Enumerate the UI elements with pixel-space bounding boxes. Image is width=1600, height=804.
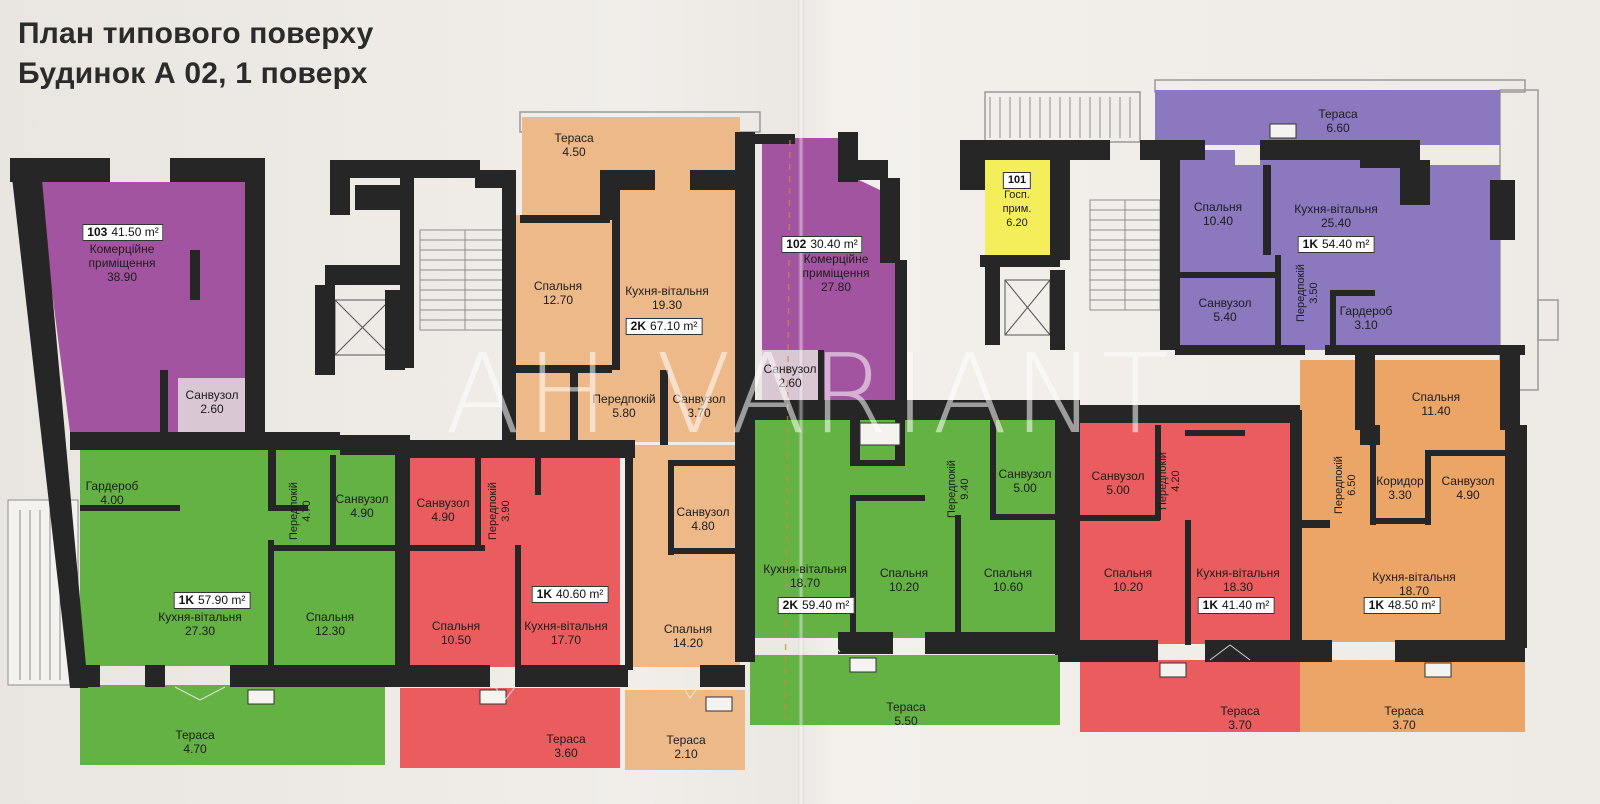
unit-2k-67-lower-fill — [625, 445, 740, 667]
unit-badge-101: 101 — [1002, 172, 1032, 189]
unit-1k-48-terrace-fill — [1300, 660, 1525, 732]
unit-102-fill — [762, 138, 900, 404]
unit-1k-54-terrace-fill — [1155, 90, 1500, 145]
unit-2k-67-fill — [522, 117, 740, 215]
stair-hatching — [989, 97, 1131, 138]
paper-fold — [798, 0, 804, 804]
unit-1k-48-fill — [1300, 360, 1505, 642]
unit-1k-40-terrace-fill — [400, 688, 620, 768]
watermark: AH VARIANT — [445, 330, 1175, 458]
right-stair — [1089, 199, 1161, 311]
door-swings — [174, 639, 1376, 701]
walls — [10, 132, 1527, 688]
unit-1k-41-terrace-fill — [1080, 660, 1300, 732]
unit-1k-54-fill — [1175, 165, 1500, 350]
unit-1k-57-fill — [80, 448, 395, 666]
terrace-windows — [247, 123, 1452, 712]
unit-103-fill — [38, 182, 250, 432]
plan-title: План типового поверху Будинок А 02, 1 по… — [18, 14, 374, 94]
unit-103-wc-fill — [178, 378, 250, 432]
title-line-1: План типового поверху — [18, 17, 374, 50]
room-label-utility: Госп. прим.6.20 — [1002, 189, 1032, 229]
unit-1k-57-terrace-fill — [80, 685, 385, 765]
elevator-shafts — [334, 279, 1051, 356]
title-line-2: Будинок А 02, 1 поверх — [18, 57, 368, 90]
left-stair — [419, 229, 511, 331]
